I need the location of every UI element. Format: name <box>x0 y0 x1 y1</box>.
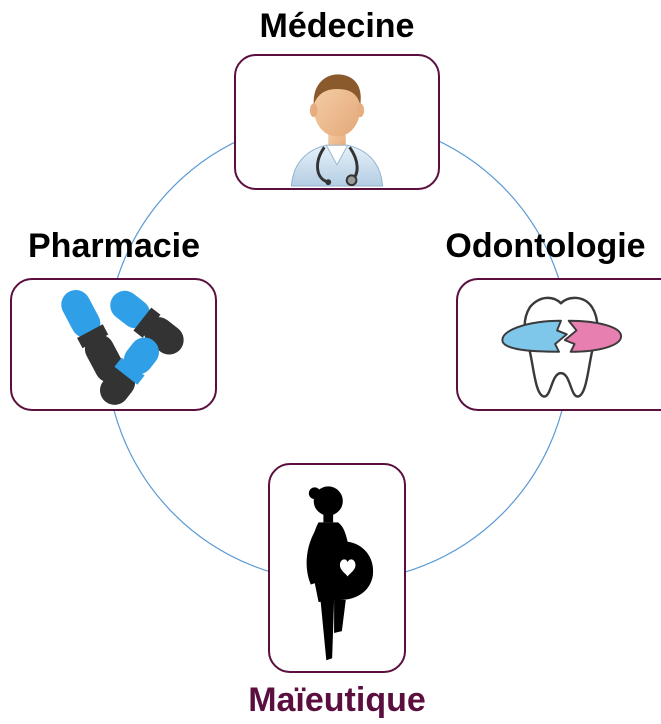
pregnant-woman-icon <box>306 486 374 661</box>
card-pharmacie <box>10 278 217 411</box>
card-odontologie <box>456 278 661 411</box>
label-medecine: Médecine <box>259 7 415 45</box>
card-medecine <box>234 54 440 190</box>
card-maieutique <box>268 463 406 673</box>
pills-icon <box>61 290 184 405</box>
label-pharmacie: Pharmacie <box>28 227 200 265</box>
tooth-icon <box>501 296 623 398</box>
label-odontologie: Odontologie <box>445 227 646 265</box>
doctor-icon <box>290 74 384 187</box>
label-maieutique: Maïeutique <box>248 681 426 719</box>
